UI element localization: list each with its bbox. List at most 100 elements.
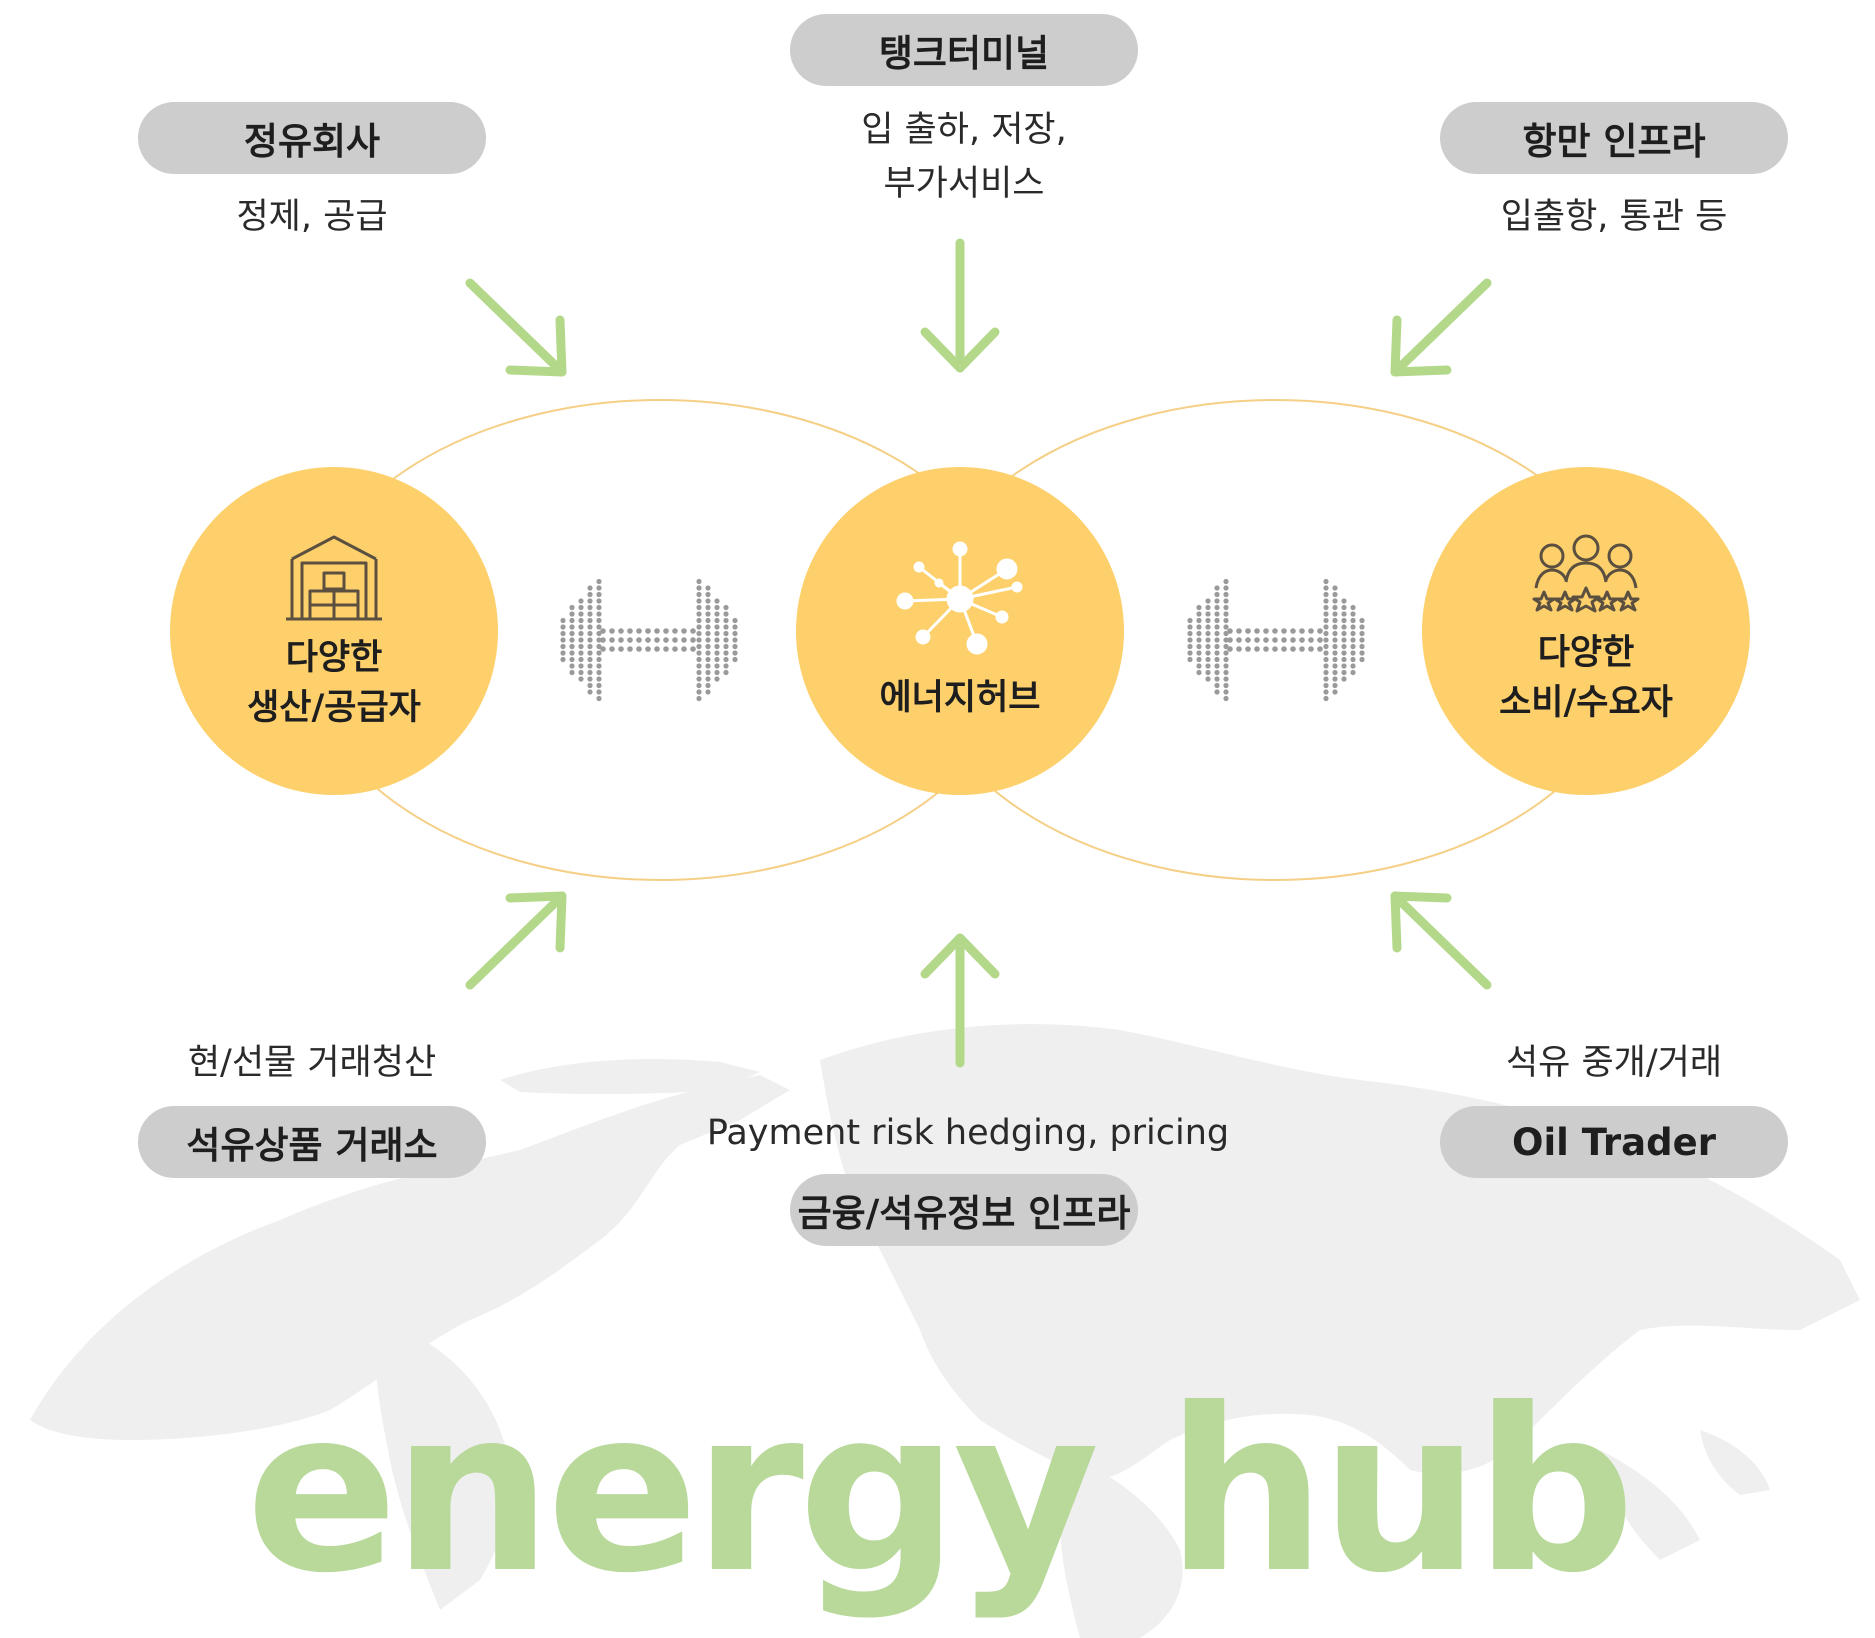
dot [1196, 663, 1202, 669]
dot [587, 682, 593, 689]
dot [1323, 585, 1329, 591]
arrow-top-left [465, 278, 567, 377]
dot [723, 643, 729, 650]
dot [596, 682, 602, 689]
dot [1350, 604, 1356, 611]
dot [672, 628, 678, 634]
dot [1196, 624, 1202, 630]
dot [1214, 585, 1220, 591]
dot [1308, 637, 1314, 643]
dot [1214, 663, 1220, 669]
dot [569, 669, 575, 676]
dot [1332, 591, 1338, 598]
dot [696, 682, 702, 689]
dot [723, 630, 729, 637]
dot [1187, 637, 1193, 643]
dot [1214, 630, 1220, 637]
pill-tank-terminal: 탱크터미널 [790, 14, 1138, 86]
dot [690, 628, 696, 634]
dot [600, 646, 606, 652]
pill-port-infra: 항만 인프라 [1440, 102, 1788, 174]
dot [1223, 617, 1229, 624]
dot [1332, 604, 1338, 611]
node-producers-label: 다양한 생산/공급자 [247, 633, 421, 733]
dot [1223, 637, 1229, 643]
dot [587, 676, 593, 682]
dot [1350, 624, 1356, 630]
dot [705, 591, 711, 598]
dot [596, 604, 602, 611]
dot [609, 628, 615, 634]
dot [1350, 650, 1356, 656]
dot [1223, 695, 1229, 702]
dot [578, 656, 584, 663]
desc-oil-trader: 석유 중개/거래 [1505, 1043, 1723, 1083]
people-rating-icon [1532, 534, 1640, 613]
dot [705, 663, 711, 669]
dot [1332, 663, 1338, 669]
dot [1323, 591, 1329, 598]
dot [1341, 669, 1347, 676]
dot [1205, 598, 1211, 604]
dot [696, 578, 702, 585]
dot [714, 656, 720, 663]
dot [1308, 646, 1314, 652]
dot [696, 676, 702, 682]
dot [663, 628, 669, 634]
dot [696, 663, 702, 669]
dot [696, 656, 702, 663]
dot [1223, 624, 1229, 630]
dot [560, 630, 566, 637]
dot [587, 611, 593, 617]
dot [1341, 663, 1347, 669]
dot [1332, 585, 1338, 591]
dot [569, 656, 575, 663]
dot [596, 689, 602, 695]
dot [587, 598, 593, 604]
dot [587, 669, 593, 676]
dot [723, 611, 729, 617]
dot [1227, 628, 1233, 634]
dot [560, 650, 566, 656]
dot [1196, 637, 1202, 643]
dot [569, 630, 575, 637]
dot [1290, 646, 1296, 652]
dot [1332, 682, 1338, 689]
dot [578, 669, 584, 676]
dot [627, 646, 633, 652]
dot [696, 650, 702, 656]
dot [1332, 637, 1338, 643]
dot [705, 585, 711, 591]
dot [705, 643, 711, 650]
dot [1223, 611, 1229, 617]
dot [587, 591, 593, 598]
dot [696, 598, 702, 604]
dot [1332, 630, 1338, 637]
dot [600, 637, 606, 643]
dot [672, 637, 678, 643]
dot [714, 611, 720, 617]
dot [1196, 669, 1202, 676]
energy-hub-watermark: energy hub [245, 1361, 1636, 1623]
dot [732, 624, 738, 630]
dot [681, 628, 687, 634]
label-line: 다양한 [1537, 633, 1635, 673]
dot [596, 656, 602, 663]
dot [596, 637, 602, 643]
dot [587, 663, 593, 669]
dot [1323, 676, 1329, 682]
dot [705, 611, 711, 617]
dot [696, 591, 702, 598]
dot [714, 598, 720, 604]
dot [1254, 646, 1260, 652]
dot [1341, 637, 1347, 643]
dot [705, 604, 711, 611]
dot [723, 650, 729, 656]
dot [1341, 650, 1347, 656]
dot [1205, 663, 1211, 669]
dot [1205, 624, 1211, 630]
dot [1359, 630, 1365, 637]
dot [1350, 656, 1356, 663]
dot [578, 676, 584, 682]
dot [596, 585, 602, 591]
